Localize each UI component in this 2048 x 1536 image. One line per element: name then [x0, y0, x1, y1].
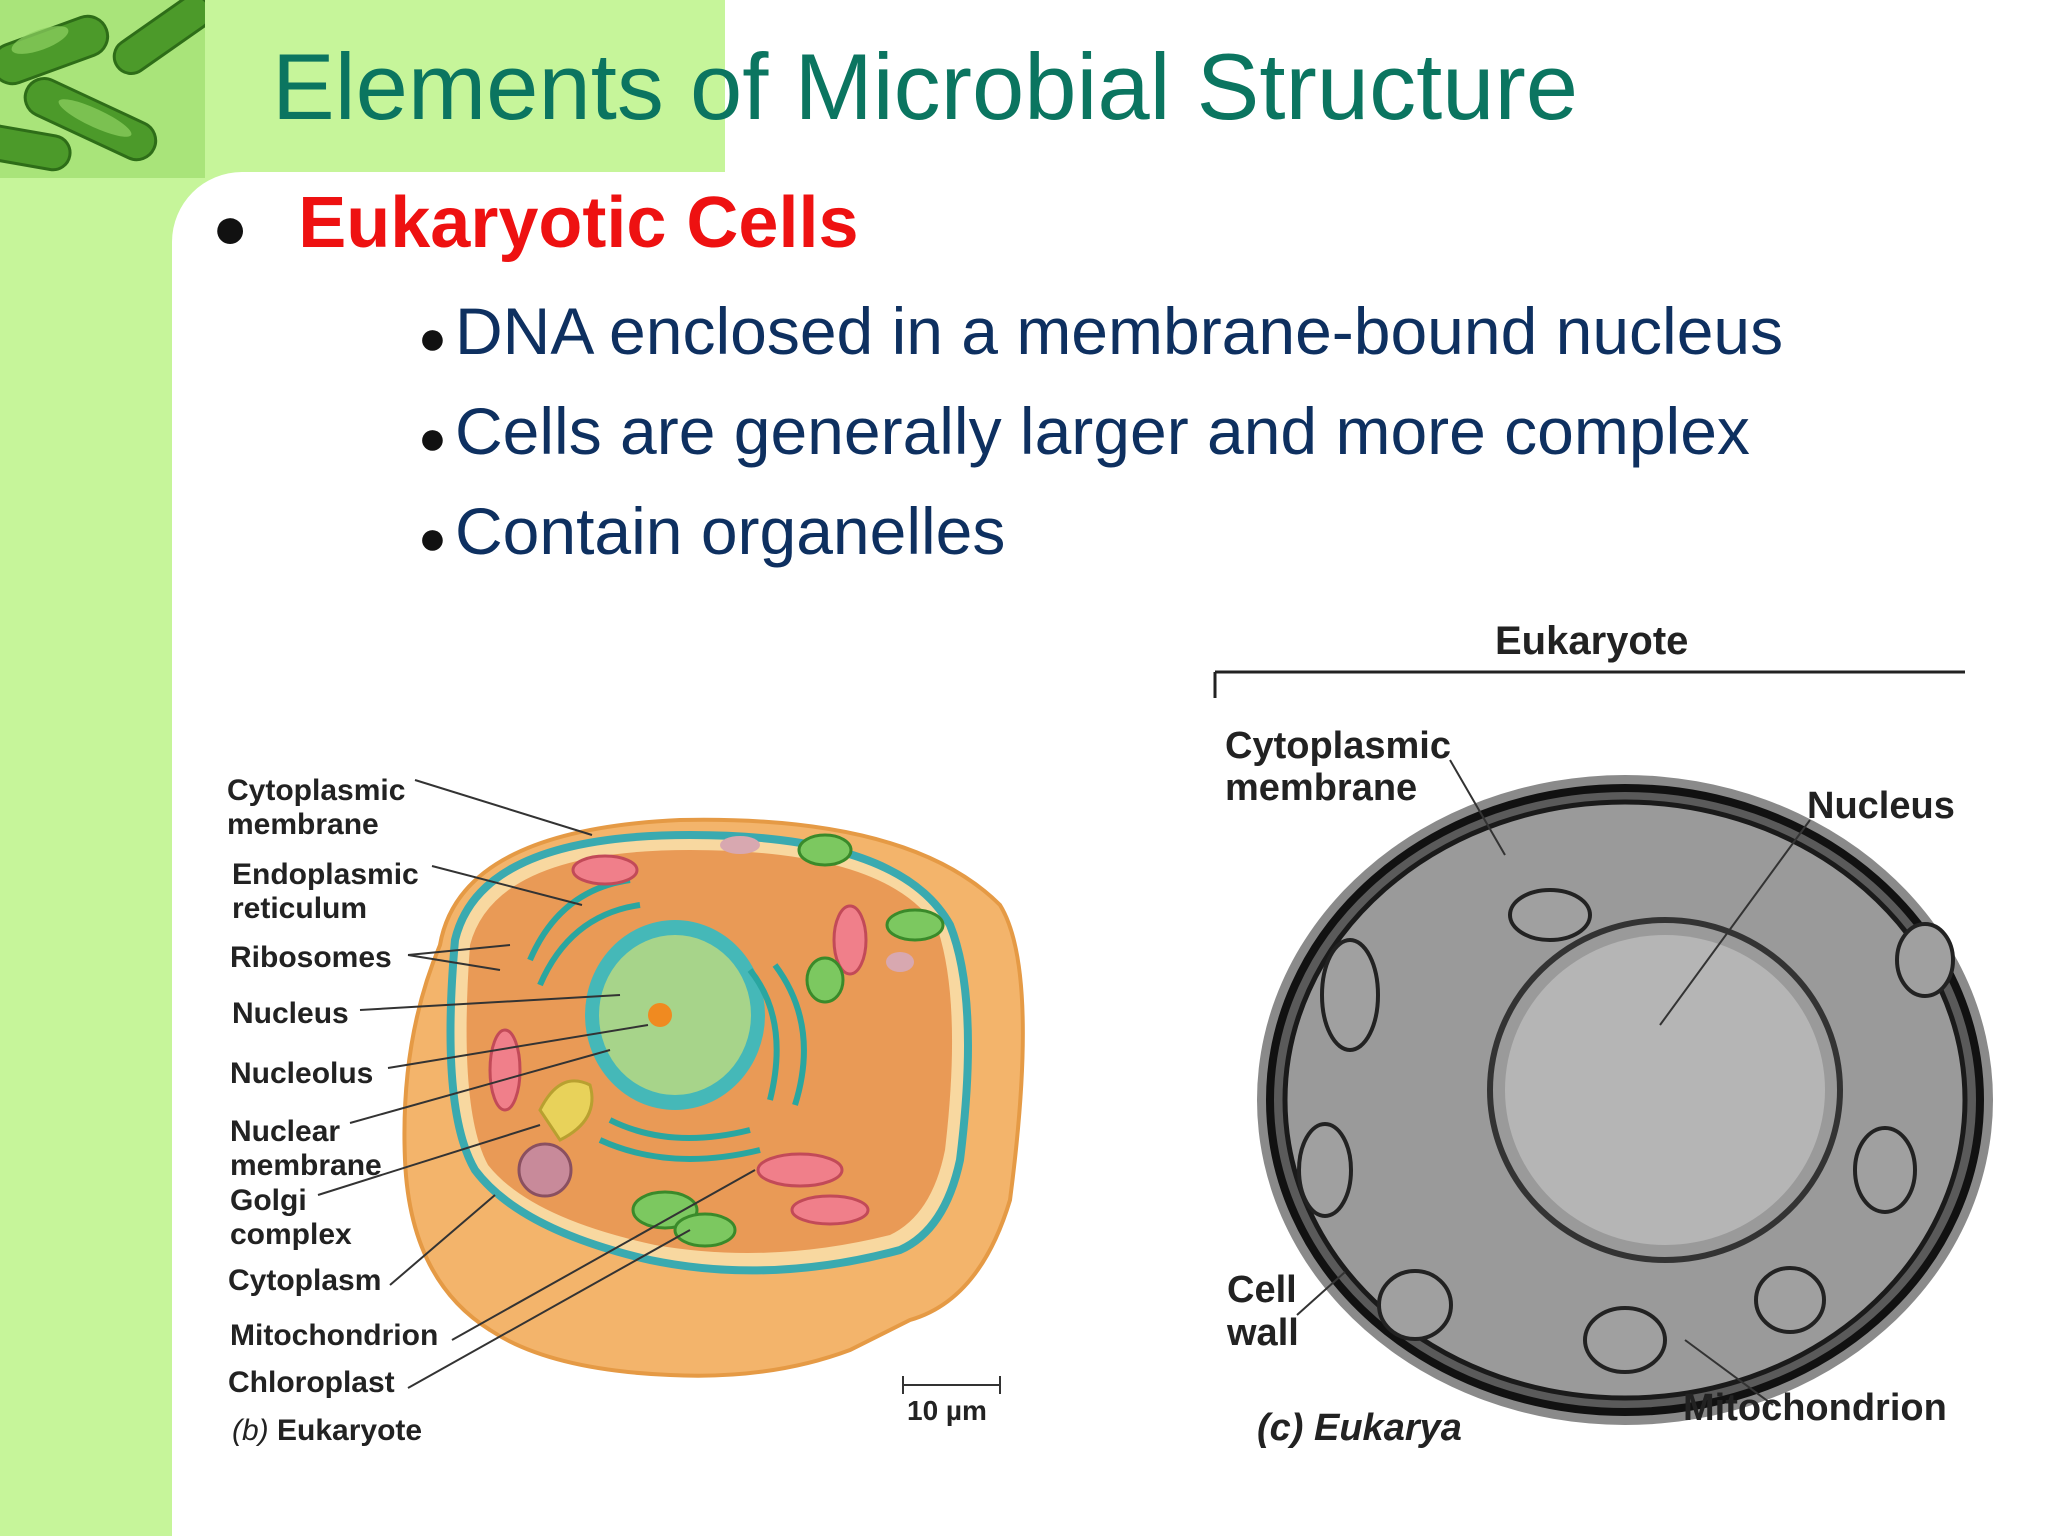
nucleus-shape	[1505, 935, 1825, 1245]
label-nucleus: Nucleus	[232, 997, 349, 1030]
label-leader-lines	[317, 779, 756, 1389]
micrograph-header: Eukaryote	[1495, 619, 1688, 663]
bullet-text: DNA enclosed in a membrane-bound nucleus	[455, 294, 1784, 368]
vesicle-shape	[886, 952, 914, 972]
bullet-text: Contain organelles	[455, 494, 1006, 568]
label-mitochondrion: Mitochondrion	[230, 1319, 438, 1352]
chloroplast-shapes	[631, 833, 945, 1248]
label-cytoplasmic-membrane-line2: membrane	[227, 808, 379, 841]
figure-c-caption: (c) Eukarya	[1257, 1407, 1462, 1449]
label-ribosomes: Ribosomes	[230, 941, 392, 974]
micro-label-cell-wall-line2: wall	[1226, 1312, 1299, 1354]
micro-label-nucleus: Nucleus	[1807, 785, 1955, 827]
bullet-dot-icon: ●	[418, 312, 447, 365]
scale-bar-label: 10 µm	[907, 1395, 987, 1426]
label-golgi-complex-line2: complex	[230, 1218, 352, 1251]
label-nucleolus: Nucleolus	[230, 1057, 373, 1090]
eukaryote-micrograph: Eukaryote Cytoplasmic membrane Nucleus C…	[1213, 619, 1993, 1449]
golgi-complex-shape	[538, 1079, 594, 1142]
vesicle-shape	[720, 836, 760, 854]
micro-label-cytoplasmic-membrane: Cytoplasmic	[1225, 725, 1451, 767]
micro-label-cell-wall: Cell	[1227, 1269, 1297, 1311]
bullet-dot-icon: ●	[212, 193, 249, 261]
micro-label-cytoplasmic-membrane-line2: membrane	[1225, 767, 1417, 809]
bullet-dot-icon: ●	[418, 412, 447, 465]
label-cytoplasmic-membrane: Cytoplasmic	[227, 774, 405, 807]
bacteria-corner-image	[0, 0, 205, 178]
label-nuclear-membrane-line2: membrane	[230, 1149, 382, 1182]
label-endoplasmic-reticulum-line2: reticulum	[232, 892, 367, 925]
bullet-text: Cells are generally larger and more comp…	[455, 394, 1750, 468]
label-chloroplast: Chloroplast	[228, 1366, 395, 1399]
vacuole-shape	[517, 1142, 573, 1198]
title-white-area	[725, 0, 2048, 172]
mitochondrion-shapes	[488, 854, 870, 1226]
micro-label-mitochondrion: Mitochondrion	[1683, 1387, 1947, 1429]
slide-title: Elements of Microbial Structure	[272, 34, 1579, 139]
scale-bar	[902, 1376, 1001, 1394]
list-item: ●DNA enclosed in a membrane-bound nucleu…	[418, 298, 1783, 364]
figure-b-caption: (b) Eukaryote	[232, 1414, 422, 1447]
nuclear-envelope-shape	[1487, 917, 1843, 1263]
list-item: ●Cells are generally larger and more com…	[418, 398, 1750, 464]
label-nuclear-membrane: Nuclear	[230, 1115, 340, 1148]
list-item: ●Contain organelles	[418, 498, 1005, 564]
heading-text: Eukaryotic Cells	[298, 183, 859, 263]
label-cytoplasm: Cytoplasm	[228, 1264, 381, 1297]
eukaryote-cell-diagram: Cytoplasmic membrane Endoplasmic reticul…	[227, 774, 1025, 1447]
bullet-dot-icon: ●	[418, 512, 447, 565]
nucleolus-shape	[648, 1003, 672, 1027]
nucleus-shape	[599, 935, 751, 1095]
micrograph-leader-lines	[1296, 759, 1811, 1406]
title-highlight-band	[205, 0, 725, 172]
mitochondrion-shapes	[1297, 888, 1955, 1374]
label-golgi-complex: Golgi	[230, 1184, 307, 1217]
heading-bullet: ● Eukaryotic Cells	[212, 180, 859, 266]
label-endoplasmic-reticulum: Endoplasmic	[232, 858, 419, 891]
